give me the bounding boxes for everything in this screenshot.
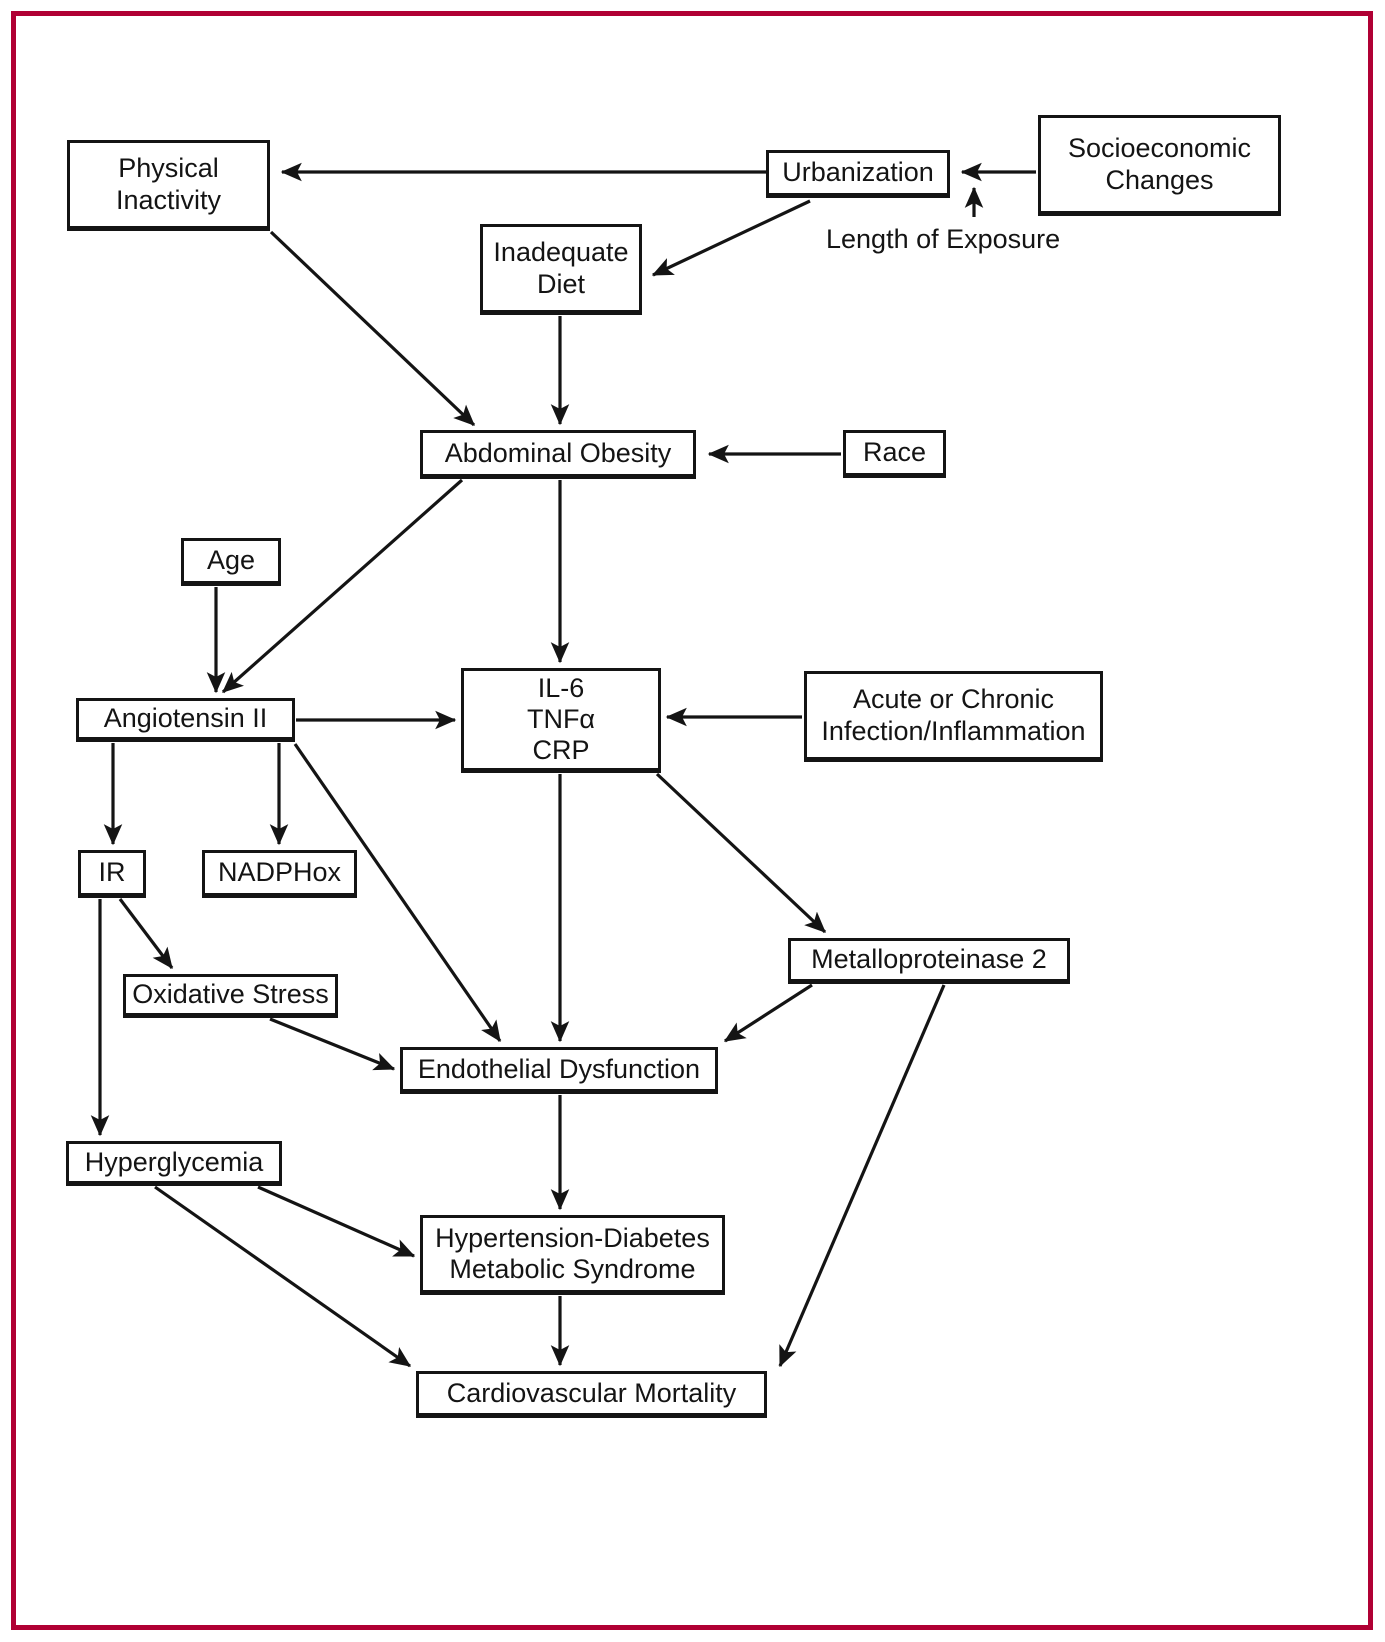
node-inadequate_diet: Inadequate Diet	[480, 224, 642, 315]
label-length_of_exposure: Length of Exposure	[826, 224, 1061, 254]
node-hyperglycemia: Hyperglycemia	[66, 1141, 282, 1186]
node-race: Race	[843, 430, 946, 478]
node-abdominal_obesity: Abdominal Obesity	[420, 430, 696, 479]
node-oxidative_stress: Oxidative Stress	[123, 974, 338, 1018]
node-nadphox: NADPHox	[202, 850, 357, 898]
node-infection_inflammation: Acute or Chronic Infection/Inflammation	[804, 671, 1103, 762]
node-urbanization: Urbanization	[766, 150, 950, 198]
node-angiotensin_ii: Angiotensin II	[76, 698, 295, 742]
node-age: Age	[181, 538, 281, 586]
figure-outer-border	[11, 11, 1373, 1630]
node-cardiovascular_mortality: Cardiovascular Mortality	[416, 1371, 767, 1418]
node-physical_inactivity: Physical Inactivity	[67, 140, 270, 231]
node-il6_tnf_crp: IL-6 TNFα CRP	[461, 668, 661, 773]
node-metalloproteinase_2: Metalloproteinase 2	[788, 938, 1070, 984]
node-hypertension_diabetes: Hypertension-Diabetes Metabolic Syndrome	[420, 1215, 725, 1295]
node-socioeconomic_changes: Socioeconomic Changes	[1038, 115, 1281, 216]
node-endothelial_dysfunction: Endothelial Dysfunction	[400, 1047, 718, 1094]
node-ir: IR	[78, 850, 146, 898]
